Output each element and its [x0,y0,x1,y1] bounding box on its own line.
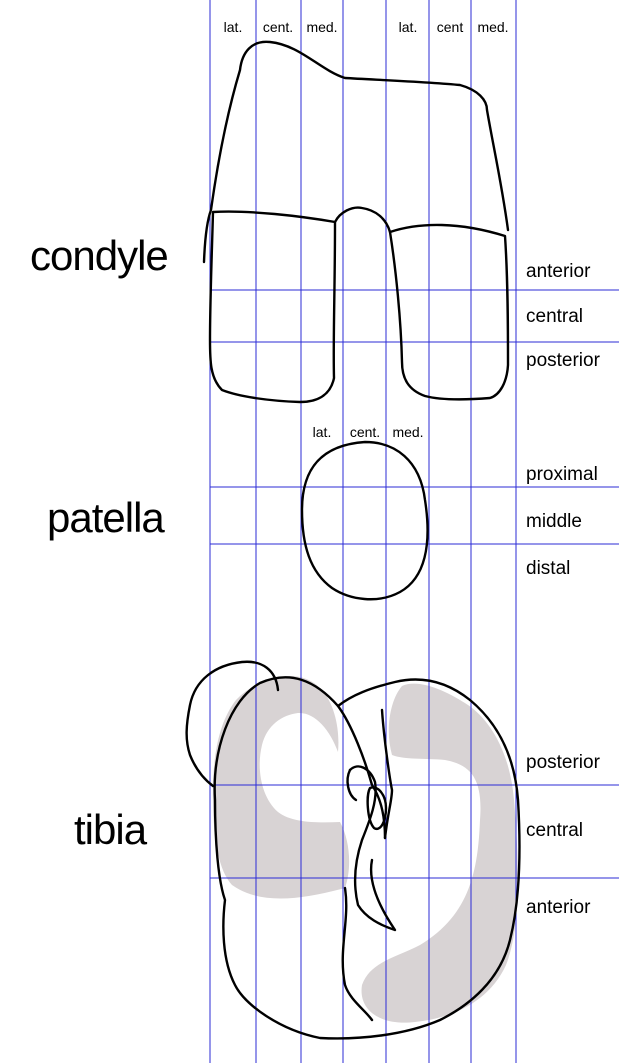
condyle-lateral-outline [208,210,337,404]
patella-column-labels: lat. cent. med. [313,424,424,440]
tibia-zone-labels: posterior central anterior [526,752,601,918]
patella-drawing [300,440,429,601]
tibia-zone-anterior: anterior [526,897,591,918]
tibia-cartilage [212,675,518,1023]
condyle-zone-central: central [526,306,583,327]
grid-lines [209,0,619,1063]
condyle-col-cent-right: cent [437,19,464,35]
tibia-title: tibia [74,806,148,853]
condyle-zone-labels: anterior central posterior [526,261,601,371]
condyle-column-labels: lat. cent. med. lat. cent med. [224,19,509,35]
condyle-zone-posterior: posterior [526,350,601,371]
tibia-anterior-spine [346,768,358,802]
condyle-col-cent-left: cent. [263,19,293,35]
condyle-drawing [202,40,510,404]
tibia-drawing [185,660,521,1040]
patella-outline [300,440,429,601]
patella-zone-proximal: proximal [526,464,598,485]
tibia-zone-posterior: posterior [526,752,601,773]
tibia-anterior-groove [348,765,397,932]
tibia-intercondylar-groove [336,704,387,840]
condyle-col-med-left: med. [306,19,337,35]
condyle-femur-shaft [202,40,510,264]
condyle-col-med-right: med. [477,19,508,35]
condyle-zone-anterior: anterior [526,261,591,282]
tibia-zone-central: central [526,820,583,841]
patella-col-cent: cent. [350,424,380,440]
tibia-medial-cartilage [361,683,518,1023]
condyle-medial-outline [388,223,510,401]
patella-title: patella [47,494,165,541]
patella-col-med: med. [392,424,423,440]
tibia-lateral-cartilage [212,675,350,899]
tibia-spine-lateral [366,786,388,831]
patella-col-lat: lat. [313,424,332,440]
patella-zone-middle: middle [526,511,582,532]
tibia-spine-medial [380,708,394,840]
tibia-plateau-outline [213,676,521,1040]
condyle-col-lat-right: lat. [399,19,418,35]
tibia-fibula-head [185,660,280,788]
condyle-intercondylar-notch [333,206,392,234]
patella-zone-distal: distal [526,558,570,579]
patella-zone-labels: proximal middle distal [526,464,598,579]
condyle-col-lat-left: lat. [224,19,243,35]
condyle-title: condyle [30,232,168,279]
tibia-anterior-lip [341,886,374,1022]
